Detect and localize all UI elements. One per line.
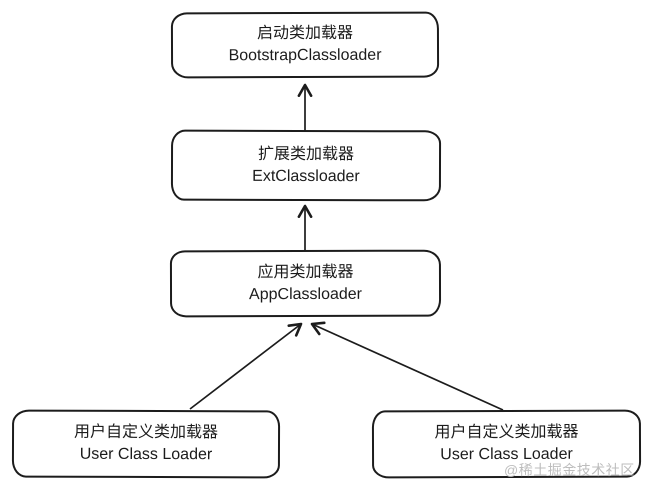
node-user-classloader-left: 用户自定义类加载器 User Class Loader xyxy=(11,409,281,479)
node-app-classloader: 应用类加载器 AppClassloader xyxy=(169,249,442,318)
node-title: 用户自定义类加载器 xyxy=(73,423,219,442)
node-subtitle: BootstrapClassloader xyxy=(228,46,382,65)
node-ext-classloader: 扩展类加载器 ExtClassloader xyxy=(170,129,442,202)
arrow-userleft-to-app xyxy=(189,322,303,410)
watermark-text: @稀土掘金技术社区 xyxy=(504,462,635,478)
node-title: 应用类加载器 xyxy=(257,263,354,281)
node-subtitle: AppClassloader xyxy=(249,285,363,303)
node-title: 扩展类加载器 xyxy=(257,145,355,163)
node-subtitle: ExtClassloader xyxy=(252,167,360,185)
node-title: 启动类加载器 xyxy=(256,24,353,43)
arrow-userright-to-app xyxy=(310,321,504,411)
node-subtitle: User Class Loader xyxy=(79,445,213,464)
node-title: 用户自定义类加载器 xyxy=(434,423,579,442)
node-bootstrap-classloader: 启动类加载器 BootstrapClassloader xyxy=(170,11,440,79)
